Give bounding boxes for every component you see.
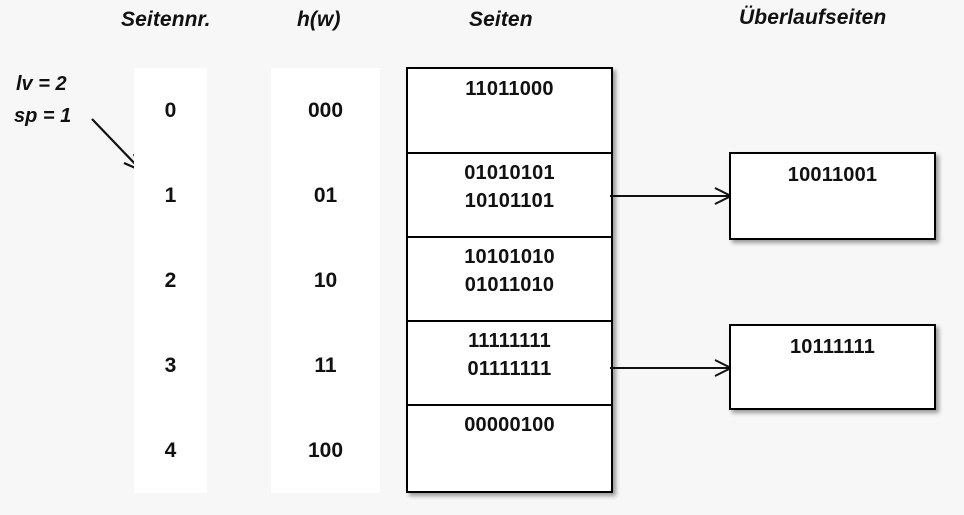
column-header-ueberlaufseiten: Überlaufseiten <box>739 6 887 29</box>
bucket-row: 11111111 01111111 <box>408 321 611 406</box>
bucket-entry: 10101010 <box>464 246 555 268</box>
overflow-entry: 10111111 <box>789 336 876 358</box>
overflow-page: 10011001 <box>729 152 936 240</box>
bucket-entry: 11111111 <box>468 330 551 352</box>
overflow-page: 10111111 <box>729 324 936 410</box>
hw-cell: 11 <box>314 354 337 377</box>
bucket-entry: 01111111 <box>467 358 552 381</box>
bucket-entry: 01011010 <box>464 274 555 297</box>
column-header-seitennr: Seitennr. <box>121 8 211 31</box>
bucket-row: 11011000 <box>408 69 611 154</box>
bucket-row: 00000100 <box>408 405 611 491</box>
hw-cell: 000 <box>307 99 344 122</box>
bucket-row: 10101010 01011010 <box>408 237 611 322</box>
hw-cell: 10 <box>313 269 338 292</box>
annotation-sp: sp = 1 <box>14 105 72 127</box>
seitennr-cell: 1 <box>164 184 177 207</box>
seitennr-cell: 0 <box>164 99 177 122</box>
column-header-hw: h(w) <box>297 8 341 31</box>
bucket-entry: 11011000 <box>465 78 554 100</box>
column-seitennr: 0 1 2 3 4 <box>134 68 207 493</box>
column-hw: 000 01 10 11 100 <box>271 68 380 493</box>
seitennr-cell: 3 <box>164 354 177 377</box>
annotation-lv: lv = 2 <box>16 73 67 95</box>
overflow-arrow-icon <box>610 357 734 379</box>
seitennr-cell: 4 <box>164 439 177 462</box>
hw-cell: 100 <box>307 439 344 462</box>
seiten-page-table: 11011000 01010101 10101101 10101010 0101… <box>406 67 613 493</box>
column-header-seiten: Seiten <box>469 8 533 31</box>
bucket-entry: 00000100 <box>464 414 555 436</box>
overflow-arrow-icon <box>610 185 734 207</box>
overflow-entry: 10011001 <box>787 164 878 186</box>
bucket-entry: 01010101 <box>464 162 555 184</box>
seitennr-cell: 2 <box>164 269 177 292</box>
bucket-row: 01010101 10101101 <box>408 153 611 238</box>
hw-cell: 01 <box>313 184 338 207</box>
bucket-entry: 10101101 <box>464 190 555 213</box>
